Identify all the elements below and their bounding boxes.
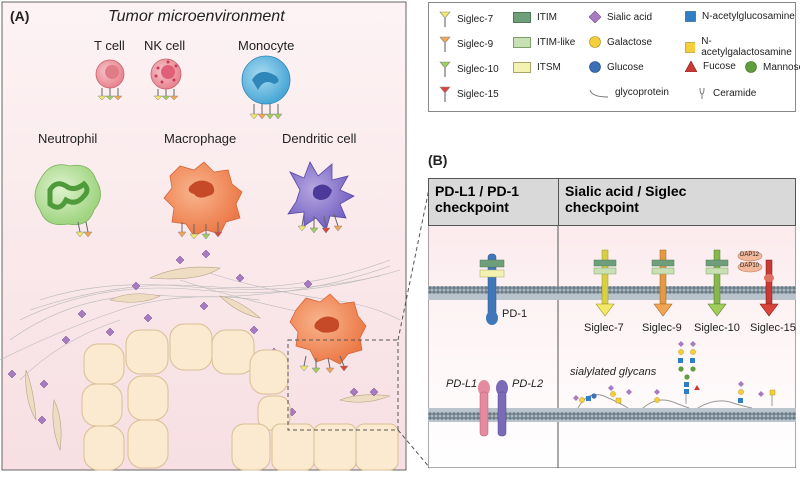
fibroblasts xyxy=(25,266,391,452)
itim-icon xyxy=(513,12,531,23)
siglec-10-label: Siglec-10 xyxy=(694,322,740,334)
legend-siglec-10: Siglec-10 xyxy=(439,61,499,77)
legend-glcnac: N-acetylglucosamine xyxy=(685,11,795,22)
legend-siglec-9: Siglec-9 xyxy=(439,36,493,52)
monocyte xyxy=(241,55,291,120)
pd-1-receptor xyxy=(479,253,505,325)
circle-icon xyxy=(589,36,601,48)
nk-cell xyxy=(150,58,182,101)
ceramide-icon xyxy=(699,87,705,99)
panel-a-label: (A) xyxy=(10,8,30,24)
siglec-7-receptor xyxy=(593,249,617,317)
square-icon xyxy=(685,41,696,53)
sialylated-glycans xyxy=(573,341,776,409)
panel-b: PD-L1 / PD-1 checkpoint Sialic acid / Si… xyxy=(428,178,796,468)
siglec-9-receptor xyxy=(651,249,675,317)
circle-icon xyxy=(745,61,757,73)
siglec-15-receptor xyxy=(737,250,779,317)
legend-itim-like: ITIM-like xyxy=(513,37,575,48)
triangle-icon xyxy=(685,61,697,72)
siglec-15-label: Siglec-15 xyxy=(750,322,796,334)
siglec-7-label: Siglec-7 xyxy=(584,322,624,334)
siglec-9-label: Siglec-9 xyxy=(642,322,682,334)
panel-a: (A) Tumor microenvironment T cell NK cel… xyxy=(0,1,407,471)
dap12-icon xyxy=(737,250,763,262)
pd-l1-label: PD-L1 xyxy=(446,378,478,390)
itsm-icon xyxy=(513,62,531,73)
pd-l2-label: PD-L2 xyxy=(512,378,544,390)
dendritic-cell-label: Dendritic cell xyxy=(282,131,357,146)
legend-glycoprotein: glycoprotein xyxy=(589,87,669,98)
pd-l1-ligand xyxy=(478,380,490,437)
square-icon xyxy=(685,11,696,22)
neutrophil xyxy=(34,164,101,238)
zoom-box xyxy=(287,339,399,431)
legend-mannose: Mannose xyxy=(745,61,800,73)
immune-cell-membrane xyxy=(428,286,796,300)
legend-itsm: ITSM xyxy=(513,62,561,73)
legend-fucose: Fucose xyxy=(685,61,736,72)
legend-siglec-15: Siglec-15 xyxy=(439,86,499,102)
macrophage xyxy=(163,161,243,240)
dendritic-cell xyxy=(287,161,355,234)
dap10-icon xyxy=(737,261,763,273)
sialylated-glycans-label: sialylated glycans xyxy=(570,366,657,378)
t-cell-label: T cell xyxy=(94,38,125,53)
legend-itim: ITIM xyxy=(513,12,557,23)
legend: Siglec-7 Siglec-9 Siglec-10 Siglec-15 IT… xyxy=(428,2,800,112)
dap12-label: DAP12 xyxy=(740,252,760,258)
pd-l2-ligand xyxy=(496,380,508,437)
itim-like-icon xyxy=(513,37,531,48)
legend-ceramide: Ceramide xyxy=(697,87,756,99)
panel-b-illustration xyxy=(428,178,796,468)
pd-checkpoint-header: PD-L1 / PD-1 checkpoint xyxy=(428,178,559,226)
diamond-icon xyxy=(589,11,601,23)
sialic-acid-markers xyxy=(7,249,379,425)
panel-b-label: (B) xyxy=(428,152,448,168)
curve-icon xyxy=(589,89,609,97)
t-cell xyxy=(95,59,125,101)
neutrophil-label: Neutrophil xyxy=(38,131,98,146)
legend-glucose: Glucose xyxy=(589,61,644,73)
pd-1-label: PD-1 xyxy=(502,308,528,320)
legend-galactose: Galactose xyxy=(589,36,652,48)
circle-icon xyxy=(589,61,601,73)
tumor-cell-membrane xyxy=(428,408,796,422)
siglec-10-receptor xyxy=(705,249,729,317)
macrophage-label: Macrophage xyxy=(164,131,237,146)
legend-siglec-7: Siglec-7 xyxy=(439,11,493,27)
legend-galnac: N-acetylgalactosamine xyxy=(685,36,795,58)
monocyte-label: Monocyte xyxy=(238,38,295,53)
legend-sialic-acid: Sialic acid xyxy=(589,11,652,23)
panel-connector xyxy=(397,183,431,469)
tumor-epithelium xyxy=(81,323,399,471)
nk-cell-label: NK cell xyxy=(144,38,186,53)
tumor-macrophage xyxy=(289,293,367,374)
panel-a-illustration xyxy=(0,1,407,471)
panel-a-title: Tumor microenvironment xyxy=(108,8,285,25)
dap10-label: DAP10 xyxy=(740,263,760,269)
siglec-checkpoint-header: Sialic acid / Siglec checkpoint xyxy=(558,178,796,226)
